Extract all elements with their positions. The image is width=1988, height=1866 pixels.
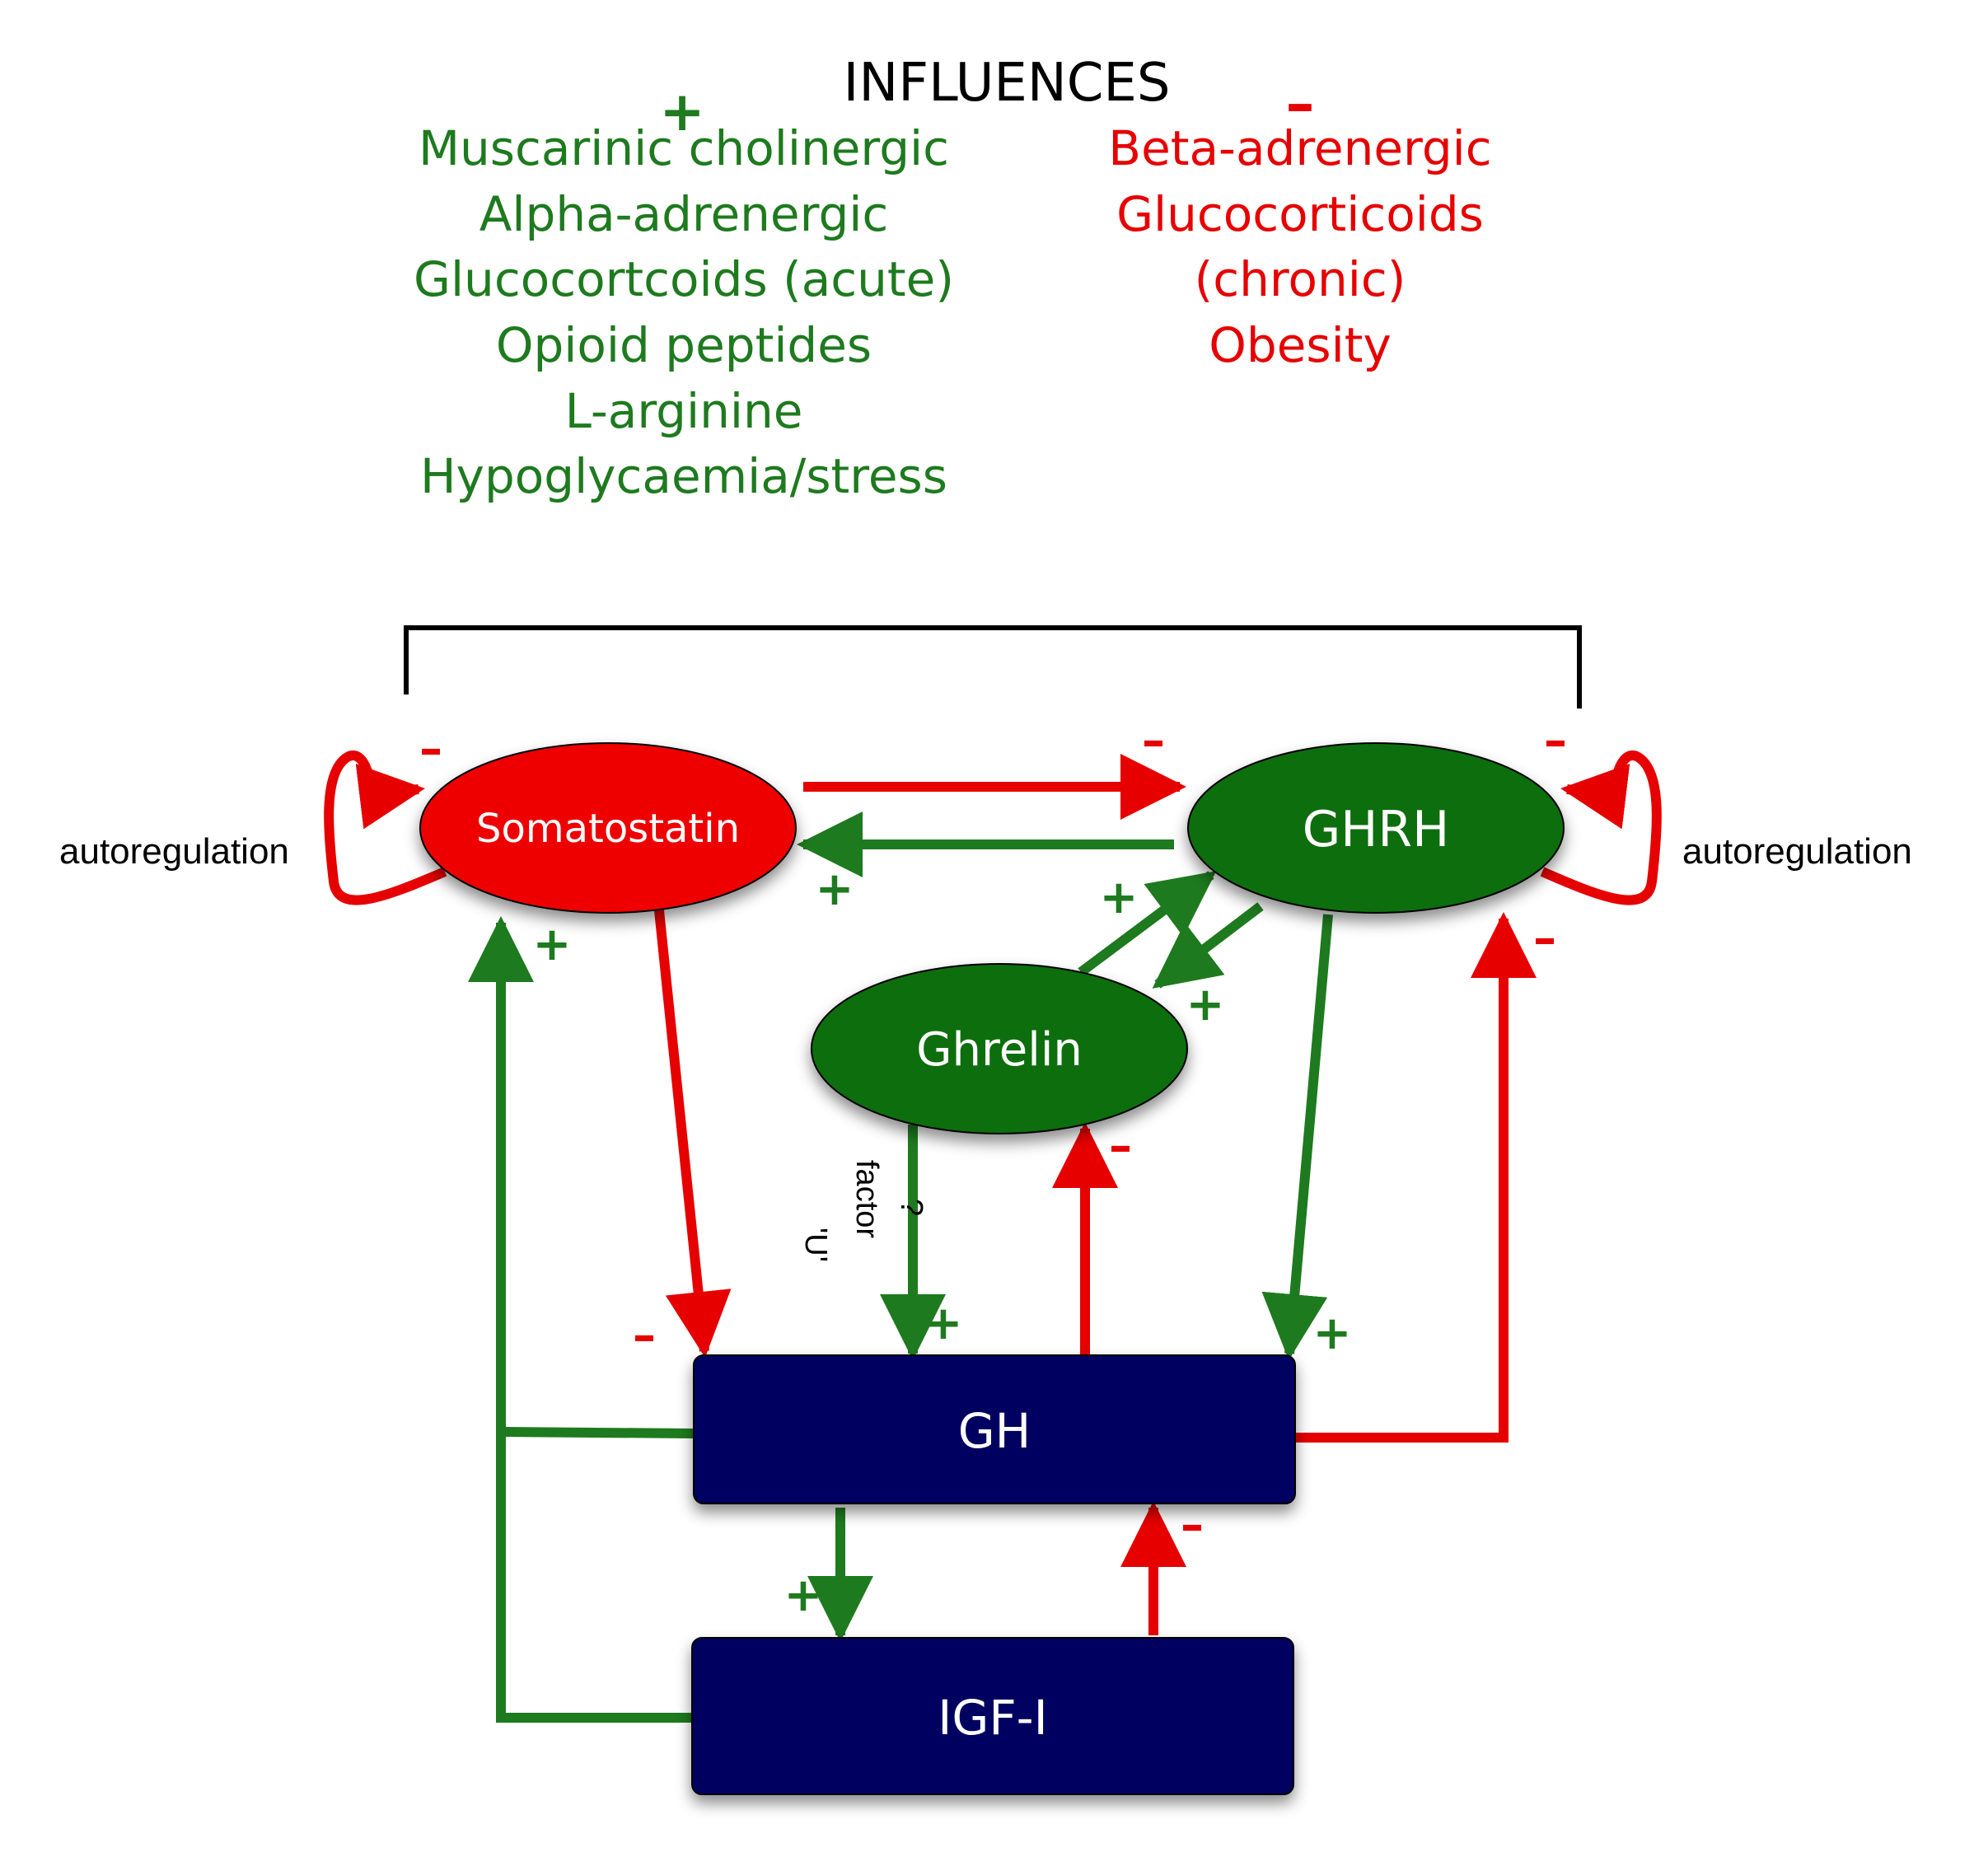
influences-title: INFLUENCES	[844, 53, 1171, 114]
node-gh: GH	[693, 1354, 1296, 1504]
node-somatostatin-label: Somatostatin	[476, 806, 740, 852]
positive-influence-item: Opioid peptides	[496, 317, 872, 373]
arrow-ghrh-to-ghrelin	[1152, 902, 1264, 989]
arrow-gh-feedback-stem	[503, 1427, 695, 1438]
negative-influence-item: Beta-adrenergic	[1108, 120, 1491, 176]
minus-sign: –	[1181, 1499, 1204, 1552]
node-igf1-label: IGF-I	[938, 1690, 1047, 1746]
minus-sign: –	[1109, 1120, 1132, 1173]
positive-influence-item: Glucocortcoids (acute)	[414, 251, 954, 307]
autoregulation-left-label: autoregulation	[59, 831, 289, 872]
u-factor-line-2: factor	[849, 1160, 884, 1238]
somatostatin-autoregulation-loop	[324, 751, 447, 905]
node-ghrelin: Ghrelin	[811, 963, 1188, 1134]
node-ghrh-label: GHRH	[1303, 801, 1449, 858]
minus-sign: –	[633, 1309, 656, 1363]
node-somatostatin: Somatostatin	[419, 742, 797, 914]
arrow-igf1-to-somatostatin	[468, 916, 692, 1723]
ghrh-autoregulation-loop	[1540, 751, 1662, 905]
minus-sign: –	[1142, 714, 1165, 768]
node-gh-label: GH	[958, 1403, 1031, 1459]
u-factor-label: 'U' factor ?	[798, 1160, 929, 1262]
plus-sign: +	[924, 1297, 963, 1350]
plus-sign: +	[1100, 871, 1139, 924]
minus-sign: –	[1544, 714, 1567, 768]
plus-sign: +	[533, 918, 572, 971]
negative-influences-sign: –	[1286, 70, 1315, 138]
autoregulation-right-label: autoregulation	[1682, 831, 1912, 872]
plus-sign: +	[816, 863, 854, 916]
negative-influence-item: Obesity	[1209, 317, 1392, 373]
positive-influence-item: Muscarinic cholinergic	[419, 120, 949, 176]
u-factor-line-3: ?	[894, 1199, 929, 1216]
node-igf1: IGF-I	[691, 1637, 1294, 1795]
node-ghrh: GHRH	[1187, 742, 1565, 914]
arrow-ghrelin-to-ghrh	[1078, 871, 1217, 976]
positive-influence-item: Alpha-adrenergic	[479, 186, 889, 242]
negative-influences-list: Beta-adrenergic Glucocorticoids (chronic…	[1108, 120, 1491, 373]
sign-markers: – – – – – – – + + + + + + +	[419, 714, 1567, 1622]
plus-sign: +	[1313, 1307, 1352, 1360]
u-factor-line-1: 'U'	[798, 1228, 833, 1262]
node-ghrelin-label: Ghrelin	[916, 1023, 1083, 1077]
positive-influences-sign: +	[659, 80, 704, 143]
minus-sign: –	[419, 723, 442, 776]
positive-influence-item: Hypoglycaemia/stress	[420, 448, 947, 504]
arrow-gh-to-ghrh	[1295, 912, 1537, 1443]
negative-influence-item: Glucocorticoids	[1116, 186, 1484, 242]
positive-influences-list: Muscarinic cholinergic Alpha-adrenergic …	[414, 120, 954, 504]
plus-sign: +	[1186, 978, 1225, 1031]
negative-influence-item: (chronic)	[1195, 251, 1406, 307]
minus-sign: –	[1533, 912, 1556, 966]
arrow-ghrh-to-gh	[1261, 914, 1333, 1360]
plus-sign: +	[784, 1569, 823, 1622]
influence-bracket	[404, 625, 1582, 709]
arrow-somatostatin-to-gh	[654, 910, 732, 1358]
positive-influence-item: L-arginine	[565, 383, 803, 439]
